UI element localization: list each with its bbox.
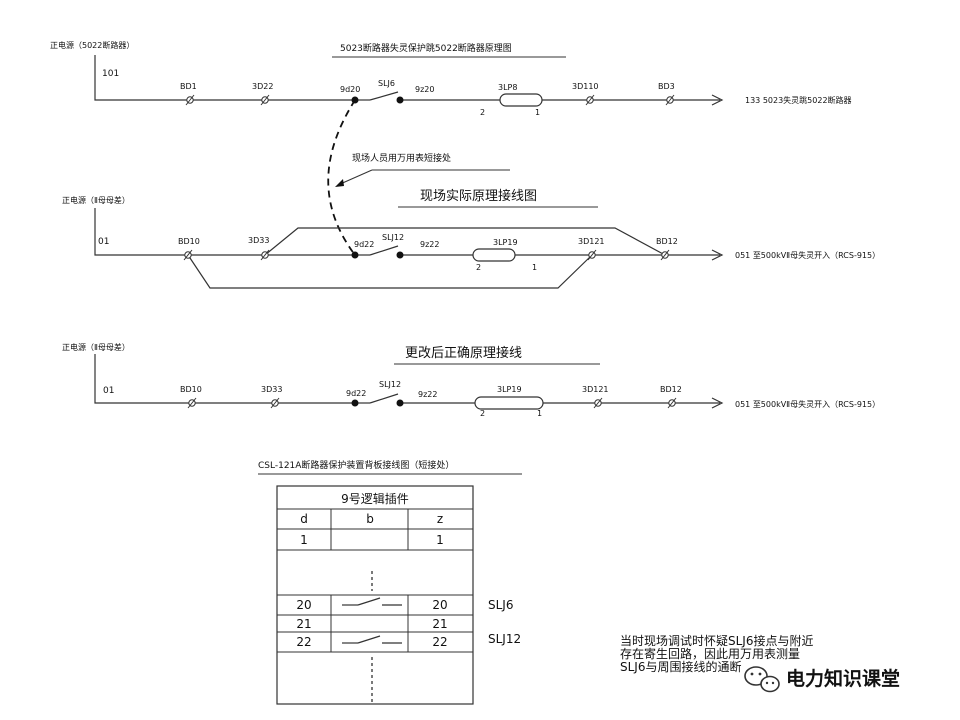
svg-text:9z20: 9z20 (415, 85, 434, 94)
annotation-text: 现场人员用万用表短接处 (352, 152, 451, 164)
svg-text:BD1: BD1 (180, 82, 197, 91)
row1-d: 1 (300, 533, 308, 547)
row1-z: 1 (436, 533, 444, 547)
row20-z: 20 (432, 598, 447, 612)
d3-plate-label: 3LP19 (497, 385, 522, 394)
d2-wire-num: 01 (98, 237, 109, 247)
d1-terminal-bd3: BD3 (658, 82, 675, 106)
svg-text:9d20: 9d20 (340, 85, 360, 94)
row21-z: 21 (432, 617, 447, 631)
slj6-label: SLJ6 (488, 598, 513, 612)
d3-terminal-3d121: 3D121 (582, 385, 609, 409)
d2-terminal-bd12: BD12 (656, 237, 678, 261)
svg-text:3D121: 3D121 (578, 237, 605, 246)
d2-pin-right: 1 (532, 263, 537, 272)
d1-pin-left: 2 (480, 108, 485, 117)
d1-plate-label: 3LP8 (498, 83, 517, 92)
d2-title: 现场实际原理接线图 (420, 188, 537, 204)
note-text: 当时现场调试时怀疑SLJ6接点与附近 存在寄生回路，因此用万用表测量 SLJ6与… (620, 633, 813, 674)
d2-terminal-bd10: BD10 (178, 237, 200, 261)
diagram-1: 正电源（5022断路器） 101 5023断路器失灵保护跳5022断路器原理图 … (50, 40, 852, 117)
d3-terminal-bd10: BD10 (180, 385, 202, 409)
svg-text:9d22: 9d22 (354, 240, 374, 249)
d2-terminal-3d121: 3D121 (578, 237, 605, 261)
d2-contact-label: SLJ12 (382, 233, 404, 242)
d3-terminal-bd12: BD12 (660, 385, 682, 409)
d3-terminal-3d33: 3D33 (261, 385, 282, 409)
d1-output-label: 133 5023失灵跳5022断路器 (745, 95, 852, 105)
short-link-dashed (327, 99, 356, 256)
brand-name: 电力知识课堂 (786, 667, 900, 690)
svg-text:BD10: BD10 (180, 385, 202, 394)
note-line-3: SLJ6与周围接线的通断 (620, 659, 741, 674)
col-b: b (366, 512, 374, 526)
backplane-title: CSL-121A断路器保护装置背板接线图（短接处） (258, 459, 454, 471)
diagram-3: 正电源（Ⅱ母母差） 01 更改后正确原理接线 BD10 3D33 9d22 SL… (62, 342, 880, 418)
svg-text:3D110: 3D110 (572, 82, 599, 91)
d2-terminal-9z22: 9z22 (396, 240, 439, 259)
svg-text:3D121: 3D121 (582, 385, 609, 394)
d3-terminal-9d22: 9d22 (346, 389, 366, 407)
d3-terminal-9z22: 9z22 (396, 390, 437, 407)
plugin-header: 9号逻辑插件 (341, 492, 409, 506)
d3-title: 更改后正确原理接线 (405, 345, 522, 361)
col-z: z (437, 512, 443, 526)
backplane-table: CSL-121A断路器保护装置背板接线图（短接处） 9号逻辑插件 d b z 1… (258, 459, 522, 705)
d1-wire-num: 101 (102, 69, 119, 79)
d2-source-label: 正电源（Ⅱ母母差） (62, 195, 130, 205)
row20-d: 20 (296, 598, 311, 612)
svg-text:BD10: BD10 (178, 237, 200, 246)
d1-terminal-3d22: 3D22 (252, 82, 273, 106)
d3-output-label: 051 至500kVⅡ母失灵开入（RCS-915） (735, 399, 880, 409)
row22-d: 22 (296, 635, 311, 649)
short-annotation: 现场人员用万用表短接处 (327, 99, 510, 256)
svg-text:3D22: 3D22 (252, 82, 273, 91)
d1-contact-label: SLJ6 (378, 79, 395, 88)
d3-wire-num: 01 (103, 386, 114, 396)
svg-text:BD12: BD12 (660, 385, 682, 394)
d1-terminal-3d110: 3D110 (572, 82, 599, 106)
d1-pin-right: 1 (535, 108, 540, 117)
note-line-1: 当时现场调试时怀疑SLJ6接点与附近 (620, 633, 813, 648)
d2-plate-label: 3LP19 (493, 238, 518, 247)
svg-text:3D33: 3D33 (248, 236, 269, 245)
d3-source-label: 正电源（Ⅱ母母差） (62, 342, 130, 352)
svg-text:BD12: BD12 (656, 237, 678, 246)
svg-text:9z22: 9z22 (418, 390, 437, 399)
row22-z: 22 (432, 635, 447, 649)
slj12-contact-symbol (342, 635, 402, 644)
svg-text:3D33: 3D33 (261, 385, 282, 394)
d2-terminal-3d33: 3D33 (248, 236, 269, 261)
svg-text:9z22: 9z22 (420, 240, 439, 249)
d2-pin-left: 2 (476, 263, 481, 272)
svg-text:BD3: BD3 (658, 82, 675, 91)
d3-pin-right: 1 (537, 409, 542, 418)
note-line-2: 存在寄生回路，因此用万用表测量 (620, 646, 800, 661)
col-d: d (300, 512, 308, 526)
slj12-label: SLJ12 (488, 632, 521, 646)
diagram-2: 正电源（Ⅱ母母差） 01 现场实际原理接线图 BD10 3D33 9d22 SL… (62, 188, 880, 289)
slj6-contact-symbol (342, 597, 402, 606)
d1-title: 5023断路器失灵保护跳5022断路器原理图 (340, 42, 512, 54)
d3-pin-left: 2 (480, 409, 485, 418)
svg-text:9d22: 9d22 (346, 389, 366, 398)
brand-watermark: 电力知识课堂 (744, 666, 900, 693)
d1-source-label: 正电源（5022断路器） (50, 40, 134, 50)
d1-terminal-9z20: 9z20 (396, 85, 434, 104)
d2-output-label: 051 至500kVⅡ母失灵开入（RCS-915） (735, 250, 880, 260)
row21-d: 21 (296, 617, 311, 631)
d3-contact-label: SLJ12 (379, 380, 401, 389)
d1-terminal-9d20: 9d20 (340, 85, 360, 104)
wechat-icon (744, 666, 780, 693)
d1-terminal-bd1: BD1 (180, 82, 197, 106)
d2-terminal-9d22: 9d22 (351, 240, 374, 259)
